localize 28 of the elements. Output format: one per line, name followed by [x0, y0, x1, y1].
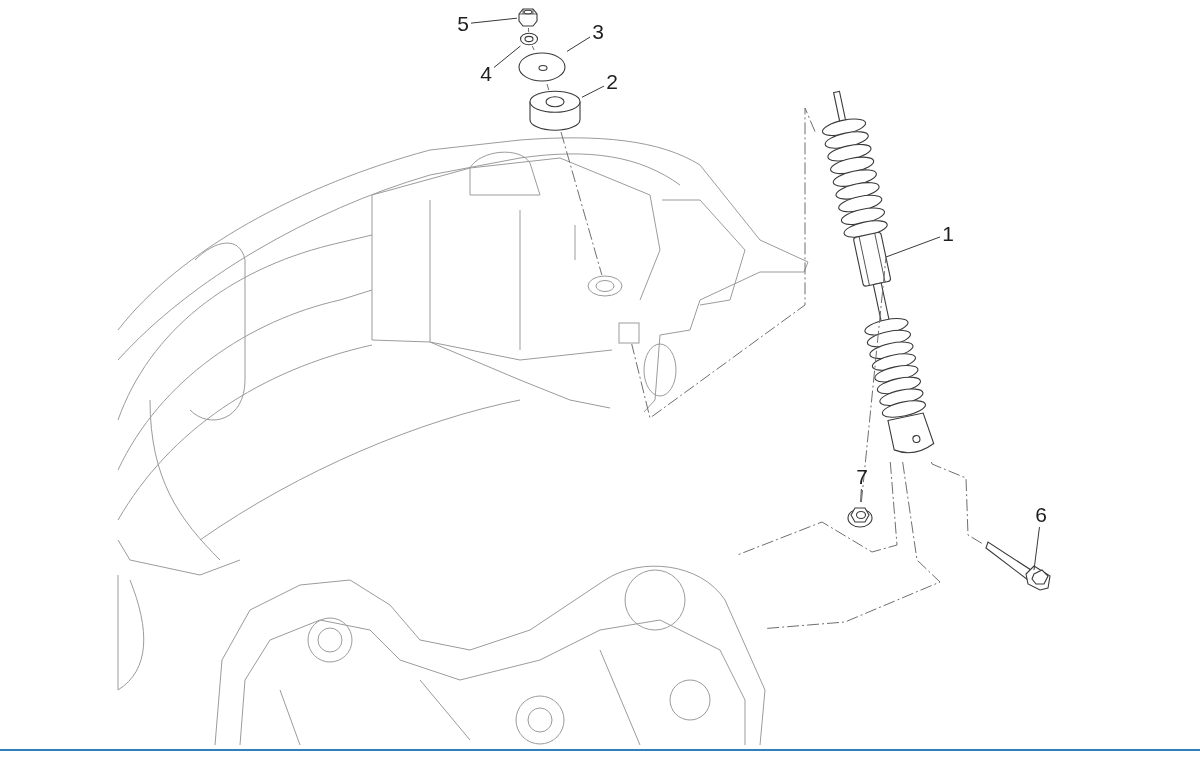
- callout-number: 3: [590, 20, 606, 44]
- spring-washer: [519, 32, 539, 46]
- assembly-line: [560, 131, 603, 276]
- leader-line: [581, 85, 605, 98]
- mounting-tab: [618, 322, 640, 344]
- leader-line: [885, 236, 941, 258]
- flat-washer: [517, 50, 567, 84]
- rubber-bushing: [528, 90, 582, 132]
- assembly-line: [528, 27, 530, 33]
- assembly-line: [766, 461, 941, 629]
- hex-nut: [517, 6, 539, 28]
- callout-number: 6: [1033, 503, 1049, 527]
- callout-number: 4: [478, 62, 494, 86]
- leader-line: [470, 17, 518, 24]
- flange-bolt: [982, 538, 1054, 592]
- callout-number: 2: [604, 70, 620, 94]
- callout-number: 7: [854, 465, 870, 489]
- callout-number: 5: [455, 12, 471, 36]
- leader-line: [493, 45, 521, 68]
- assembly-line: [531, 45, 535, 51]
- mounting-hole: [587, 275, 623, 297]
- callout-number: 1: [940, 222, 956, 246]
- leader-line: [566, 36, 591, 52]
- assembly-line: [736, 461, 898, 556]
- assembly-line: [930, 461, 983, 544]
- assembly-line: [546, 83, 550, 91]
- leader-line: [860, 488, 862, 503]
- assembly-line: [631, 107, 816, 419]
